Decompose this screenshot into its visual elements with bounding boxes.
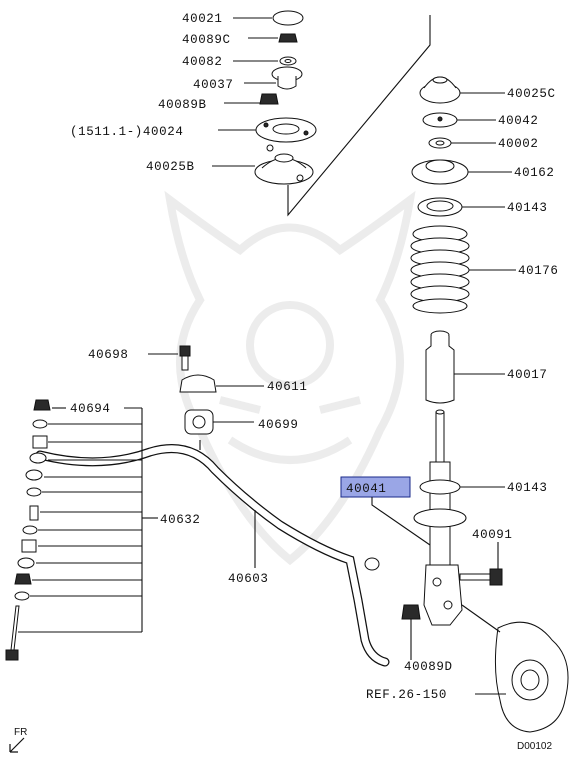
label-40089C: 40089C	[182, 33, 231, 47]
label-40089D: 40089D	[404, 660, 453, 674]
upper-left-labels: 40021 40089C 40082 40037 40089B (1511.1-…	[70, 12, 278, 174]
label-40082: 40082	[182, 55, 223, 69]
label-40037: 40037	[193, 78, 234, 92]
label-40698: 40698	[88, 348, 129, 362]
label-40632: 40632	[160, 513, 201, 527]
label-40042: 40042	[498, 114, 539, 128]
label-40025B: 40025B	[146, 160, 195, 174]
fr-arrow-icon	[9, 737, 25, 753]
label-40162: 40162	[514, 166, 555, 180]
stabilizer-labels: 40698 40611 40699 40603	[88, 348, 308, 586]
label-40025C: 40025C	[507, 87, 556, 101]
label-40017: 40017	[507, 368, 548, 382]
fr-label: FR	[14, 727, 27, 738]
label-40694: 40694	[70, 402, 111, 416]
strut-column	[401, 76, 569, 733]
watermark-logo	[164, 190, 416, 566]
label-40176: 40176	[518, 264, 559, 278]
label-40143-upper: 40143	[507, 201, 548, 215]
right-labels: 40025C 40042 40002 40162 40143 40176 400…	[366, 87, 559, 702]
highlight-40041[interactable]: 40041	[340, 476, 431, 546]
link-kit-group: 40694 40632	[5, 399, 201, 661]
label-ref-26-150: REF.26-150	[366, 688, 447, 702]
upper-mount-group	[254, 10, 431, 217]
diagram-code: D00102	[517, 741, 552, 752]
label-40603: 40603	[228, 572, 269, 586]
label-40041: 40041	[346, 482, 387, 496]
stabilizer-group	[35, 345, 390, 667]
label-40091: 40091	[472, 528, 513, 542]
fr-marker: FR	[9, 727, 27, 753]
label-40611: 40611	[267, 380, 308, 394]
label-40089B: 40089B	[158, 98, 207, 112]
label-40699: 40699	[258, 418, 299, 432]
label-40024: (1511.1-)40024	[70, 125, 183, 139]
label-40002: 40002	[498, 137, 539, 151]
label-40021: 40021	[182, 12, 223, 26]
label-40143-lower: 40143	[507, 481, 548, 495]
